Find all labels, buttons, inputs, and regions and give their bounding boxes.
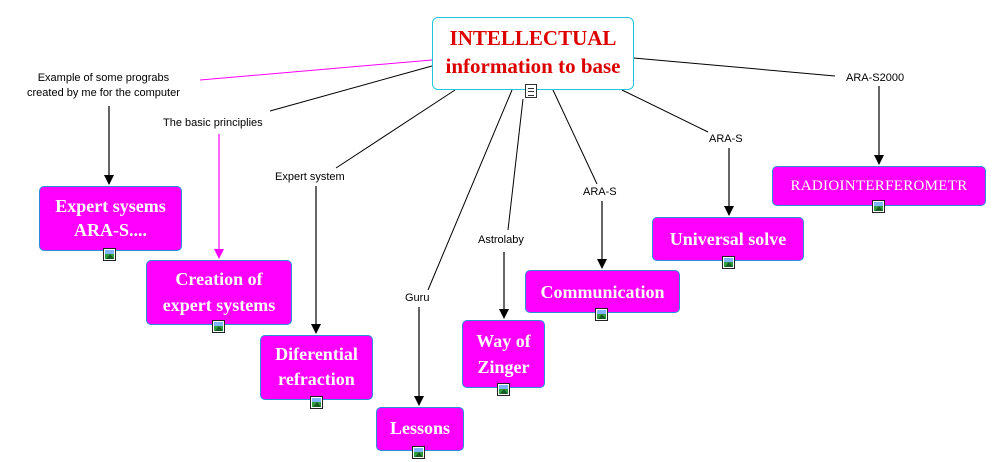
root-title-line2: information to base xyxy=(445,54,621,78)
link-root-to-ara-s-1-label xyxy=(552,89,598,185)
link-label-ara-s-1: ARA-S xyxy=(583,184,617,200)
root-title-line1: INTELLECTUAL xyxy=(449,26,617,50)
node-expert-sysems[interactable]: Expert sysems ARA-S.... xyxy=(39,186,182,251)
node-way-of-zinger-line1: Way of xyxy=(476,331,531,351)
node-creation-of-expert-systems[interactable]: Creation of expert systems xyxy=(146,260,292,325)
document-icon[interactable] xyxy=(525,84,537,98)
image-icon-diferential[interactable] xyxy=(310,396,323,409)
root-concept[interactable]: INTELLECTUAL information to base xyxy=(432,17,634,90)
link-root-to-example-label xyxy=(199,59,433,81)
node-lessons[interactable]: Lessons xyxy=(376,407,464,451)
link-root-to-ara-s2000-label xyxy=(633,57,836,77)
node-expert-sysems-line2: ARA-S.... xyxy=(73,220,147,240)
node-lessons-line1: Lessons xyxy=(389,418,451,438)
node-diferential-line2: refraction xyxy=(278,369,355,389)
image-icon-way-of-zinger[interactable] xyxy=(497,383,510,396)
node-way-of-zinger[interactable]: Way of Zinger xyxy=(462,320,545,388)
link-label-example: Example of some prograbs created by me f… xyxy=(27,71,180,101)
image-icon-lessons[interactable] xyxy=(412,446,425,459)
image-icon-communication[interactable] xyxy=(595,308,608,321)
link-root-to-astrolaby-label xyxy=(507,98,524,231)
node-radiointerferometr[interactable]: RADIOINTERFEROMETR xyxy=(772,166,986,206)
node-communication[interactable]: Communication xyxy=(525,270,680,313)
node-way-of-zinger-line2: Zinger xyxy=(477,357,530,377)
link-label-expert-system: Expert system xyxy=(275,169,345,185)
image-icon-radiointerferometr[interactable] xyxy=(872,200,885,213)
image-icon-creation[interactable] xyxy=(212,320,225,333)
node-creation-line2: expert systems xyxy=(162,295,276,315)
node-universal-solve-line1: Universal solve xyxy=(669,229,787,249)
image-icon-universal-solve[interactable] xyxy=(722,256,735,269)
link-root-to-guru-label xyxy=(427,89,513,291)
link-label-example-line2: created by me for the computer xyxy=(27,87,180,99)
node-diferential-line1: Diferential xyxy=(275,344,358,364)
link-root-to-ara-s-2-label xyxy=(621,89,709,133)
link-label-ara-s2000: ARA-S2000 xyxy=(846,70,905,86)
link-label-guru: Guru xyxy=(405,290,430,306)
node-communication-line1: Communication xyxy=(540,282,665,302)
link-root-to-basic-label xyxy=(269,65,433,112)
node-creation-line1: Creation of xyxy=(175,269,263,289)
node-radiointerferometr-line1: RADIOINTERFEROMETR xyxy=(790,178,968,194)
link-label-astrolaby: Astrolaby xyxy=(478,232,524,248)
link-label-example-line1: Example of some prograbs xyxy=(37,72,170,84)
link-label-basic-principlies: The basic principlies xyxy=(163,115,263,131)
node-expert-sysems-line1: Expert sysems xyxy=(55,196,166,216)
image-icon-expert-sysems[interactable] xyxy=(103,248,116,261)
node-universal-solve[interactable]: Universal solve xyxy=(652,217,804,261)
link-label-ara-s-2: ARA-S xyxy=(709,131,743,147)
link-root-to-expert-label xyxy=(335,89,456,169)
node-diferential-refraction[interactable]: Diferential refraction xyxy=(260,335,373,400)
